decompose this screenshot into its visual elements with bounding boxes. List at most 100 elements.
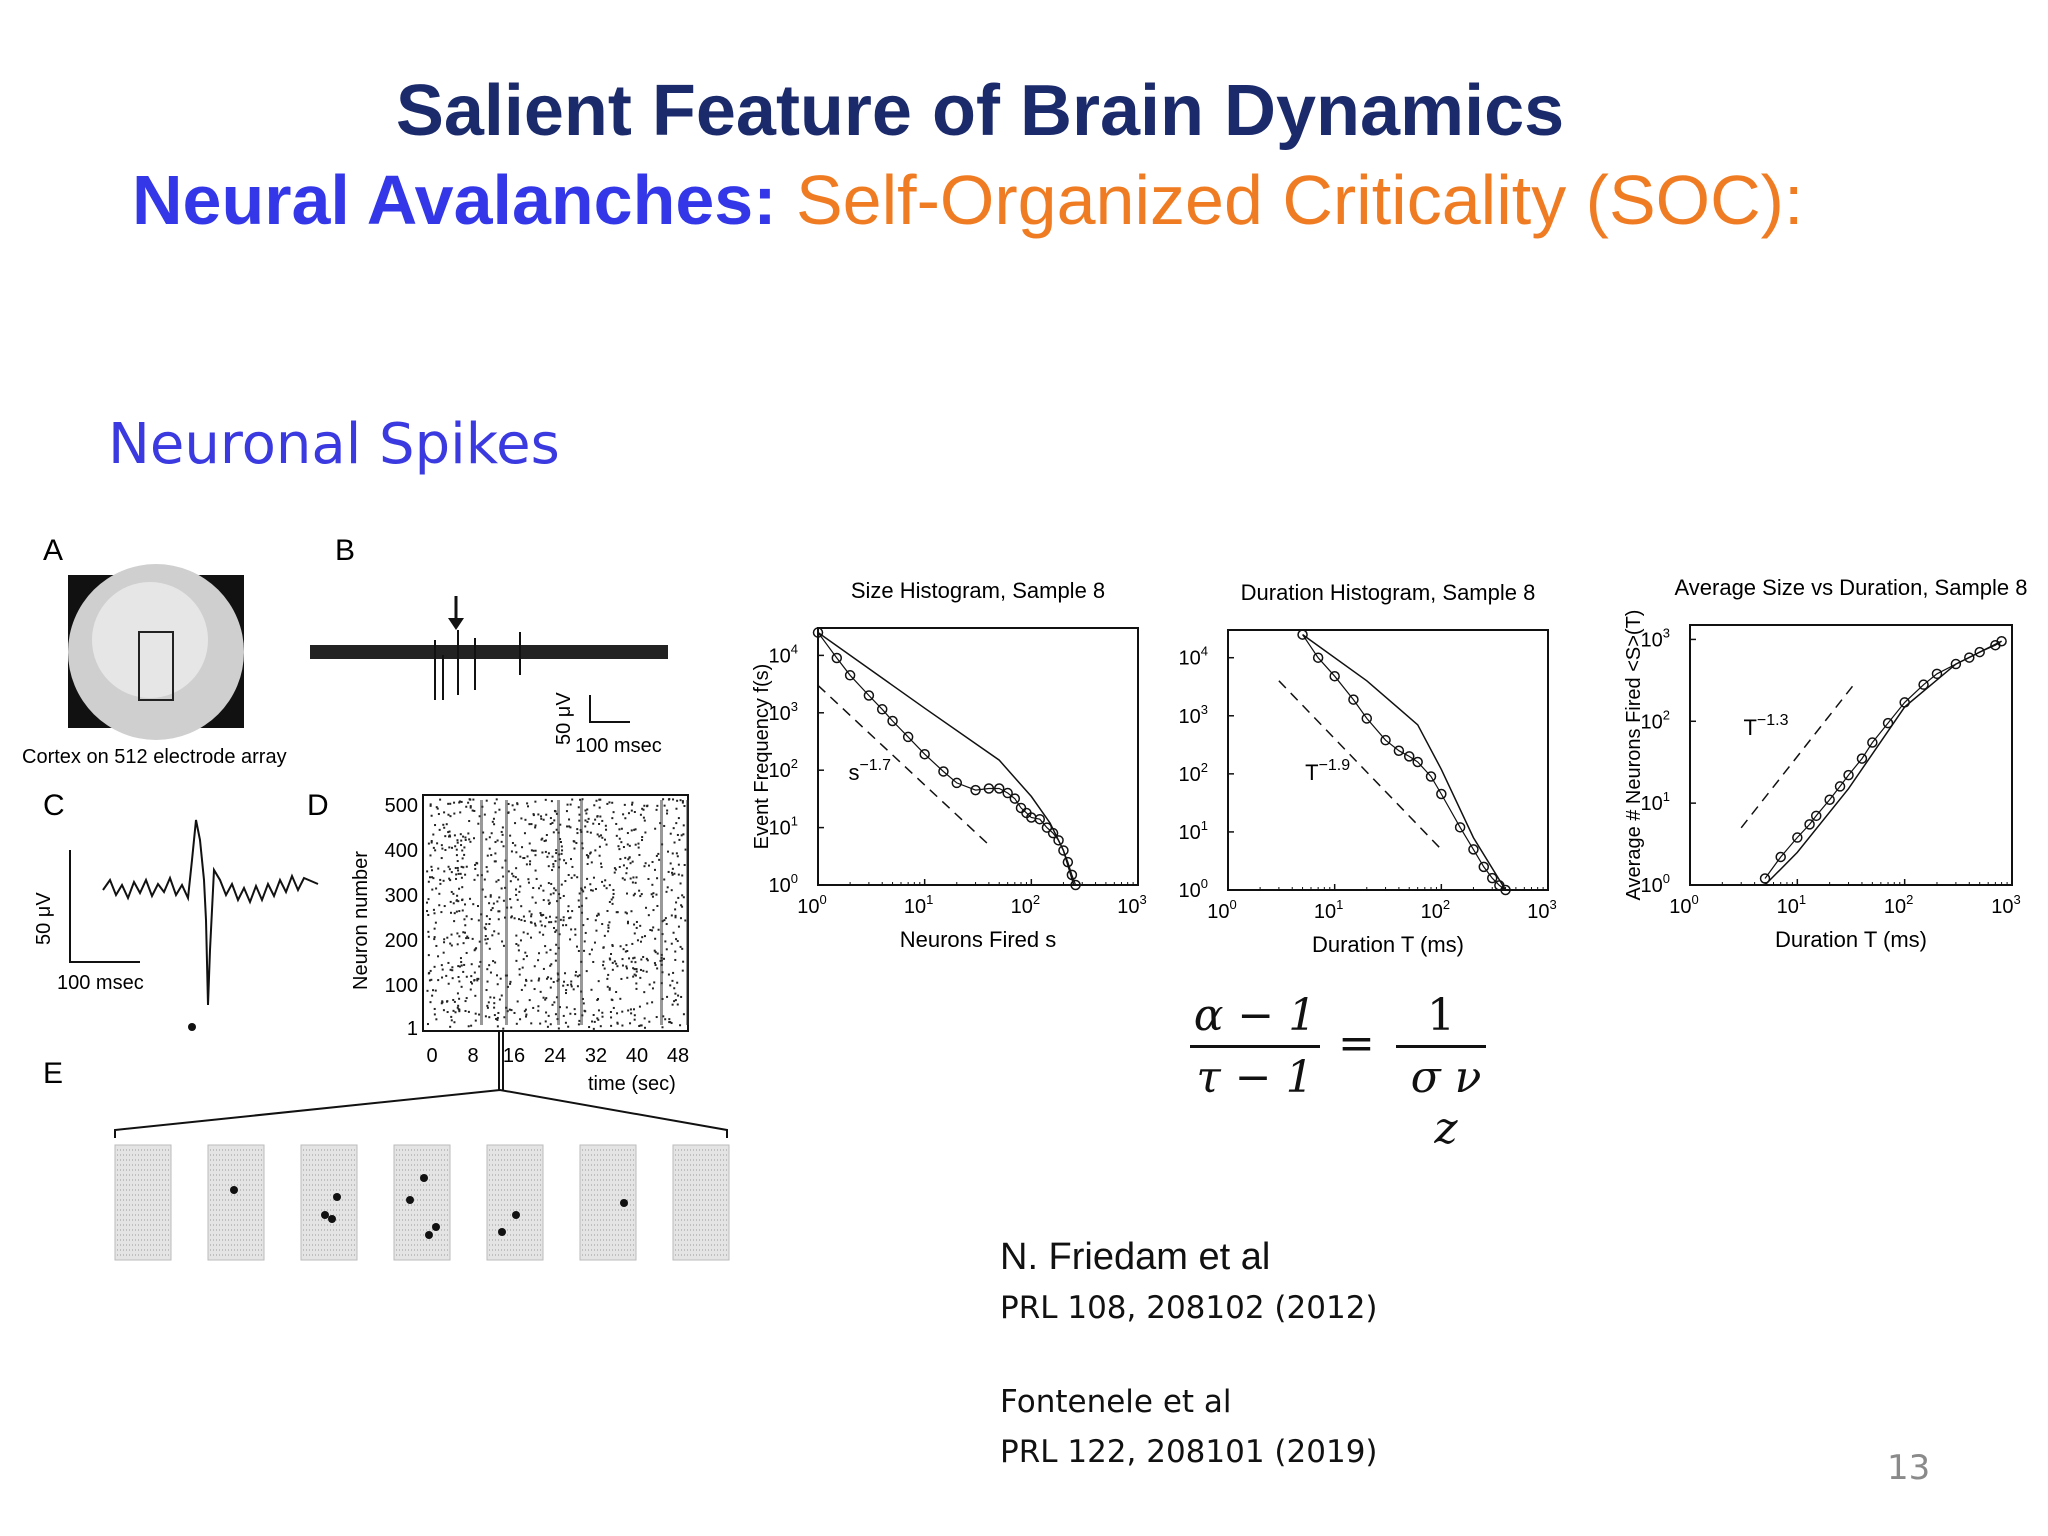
active-electrode bbox=[432, 1223, 440, 1231]
raster-y-tick: 100 bbox=[385, 975, 418, 997]
page-number: 13 bbox=[1887, 1448, 1931, 1488]
data-series-line bbox=[817, 632, 1077, 886]
raster-dots bbox=[426, 798, 689, 1030]
data-point bbox=[1361, 713, 1373, 724]
snapshot-frame bbox=[393, 1144, 451, 1261]
panel-label-a: A bbox=[43, 534, 63, 567]
eq-numerator-left: α − 1 bbox=[1193, 990, 1317, 1041]
ref-1-journal: PRL 108, 208102 (2012) bbox=[1000, 1290, 1378, 1326]
data-point bbox=[1009, 793, 1021, 804]
data-point bbox=[1775, 851, 1786, 863]
data-point bbox=[1297, 629, 1308, 640]
y-tick-label: 101 bbox=[1179, 818, 1208, 844]
arrow-down-icon bbox=[448, 618, 464, 630]
chart-title: Duration Histogram, Sample 8 bbox=[1241, 580, 1536, 605]
data-point bbox=[887, 715, 898, 727]
data-point bbox=[970, 784, 981, 796]
y-tick-label: 103 bbox=[1179, 702, 1208, 728]
eq-denominator-right: σ ν z bbox=[1410, 1052, 1482, 1154]
data-point bbox=[1412, 756, 1423, 768]
snapshot-frame bbox=[114, 1144, 172, 1261]
subtitle-rest: Self-Organized Criticality (SOC): bbox=[776, 161, 1804, 239]
data-point bbox=[993, 783, 1005, 794]
data-point bbox=[919, 748, 930, 760]
raster-x-tick: 48 bbox=[667, 1045, 689, 1067]
data-point bbox=[844, 670, 856, 681]
y-tick-label: 104 bbox=[1179, 644, 1208, 670]
data-point bbox=[1041, 822, 1053, 833]
x-tick-label: 103 bbox=[1117, 892, 1146, 918]
active-electrode bbox=[512, 1211, 520, 1219]
x-tick-label: 101 bbox=[904, 892, 933, 918]
data-point bbox=[1882, 717, 1894, 729]
panel-label-c: C bbox=[43, 789, 65, 822]
data-point bbox=[1403, 751, 1415, 762]
ref-2-journal: PRL 122, 208101 (2019) bbox=[1000, 1434, 1378, 1470]
raster-y-tick: 200 bbox=[385, 930, 418, 952]
x-tick-label: 103 bbox=[1527, 897, 1556, 923]
data-point bbox=[1931, 668, 1943, 680]
x-axis-label: Duration T (ms) bbox=[1775, 927, 1927, 952]
data-point bbox=[1312, 652, 1324, 663]
active-electrode bbox=[328, 1215, 336, 1223]
plot-frame bbox=[817, 627, 1139, 886]
data-point bbox=[831, 652, 843, 664]
active-electrode bbox=[425, 1231, 433, 1239]
cortex-photo bbox=[68, 564, 244, 740]
eq-numerator-right: 1 bbox=[1427, 990, 1455, 1041]
active-electrode bbox=[230, 1186, 238, 1194]
raster-y-tick: 1 bbox=[407, 1018, 418, 1040]
b-scale-time: 100 msec bbox=[575, 735, 662, 757]
data-point bbox=[1950, 658, 1962, 670]
plot-frame bbox=[1227, 629, 1549, 891]
y-tick-label: 102 bbox=[1179, 760, 1208, 786]
data-point bbox=[938, 766, 949, 777]
active-electrode bbox=[406, 1196, 414, 1204]
data-point bbox=[1454, 822, 1466, 833]
data-series-line bbox=[1764, 640, 2002, 879]
data-point bbox=[1834, 781, 1846, 792]
snapshot-frame bbox=[486, 1144, 544, 1261]
power-law-guide bbox=[817, 684, 990, 846]
x-tick-label: 101 bbox=[1314, 897, 1343, 923]
eq-denominator-left: τ − 1 bbox=[1196, 1052, 1314, 1103]
data-point bbox=[1329, 670, 1340, 682]
x-axis-label: Duration T (ms) bbox=[1312, 932, 1464, 957]
subtitle-bold: Neural Avalanches: bbox=[132, 161, 777, 239]
raster-x-tick: 24 bbox=[544, 1045, 566, 1067]
data-point bbox=[1478, 861, 1490, 873]
raster-y-label: Neuron number bbox=[350, 851, 372, 990]
y-axis-label: Event Frequency f(s) bbox=[751, 664, 773, 850]
y-tick-label: 101 bbox=[769, 814, 798, 840]
data-point bbox=[1058, 845, 1069, 856]
power-law-guide bbox=[1740, 681, 1857, 829]
snapshot-frame bbox=[207, 1144, 265, 1261]
power-law-annotation: T−1.9 bbox=[1305, 757, 1350, 785]
ref-1-authors: N. Friedam et al bbox=[1000, 1236, 1271, 1278]
power-law-annotation: T−1.3 bbox=[1743, 712, 1788, 740]
data-point bbox=[1425, 771, 1437, 782]
x-axis-label: Neurons Fired s bbox=[900, 927, 1057, 952]
data-point bbox=[1759, 873, 1771, 884]
ref-2-authors: Fontenele et al bbox=[1000, 1384, 1232, 1420]
data-point bbox=[1436, 788, 1447, 800]
panel-label-e: E bbox=[43, 1057, 63, 1090]
data-point bbox=[1810, 810, 1822, 822]
power-law-guide bbox=[1278, 680, 1442, 850]
y-tick-label: 101 bbox=[1641, 789, 1670, 815]
data-point bbox=[1856, 753, 1868, 764]
size-vs-duration-chart: Average Size vs Duration, Sample 8 Durati… bbox=[1623, 575, 2028, 952]
y-tick-label: 102 bbox=[769, 756, 798, 782]
plot-frame bbox=[1689, 624, 2013, 886]
model-curve bbox=[817, 631, 1075, 886]
active-electrode bbox=[333, 1193, 341, 1201]
spike-waveform bbox=[69, 819, 319, 1031]
y-tick-label: 104 bbox=[769, 641, 798, 667]
data-point bbox=[1468, 844, 1479, 855]
c-scale-time: 100 msec bbox=[57, 972, 144, 994]
y-tick-label: 103 bbox=[769, 699, 798, 725]
duration-histogram-chart: Duration Histogram, Sample 8 Duration T (… bbox=[1179, 580, 1557, 957]
chart-title: Average Size vs Duration, Sample 8 bbox=[1675, 575, 2028, 600]
